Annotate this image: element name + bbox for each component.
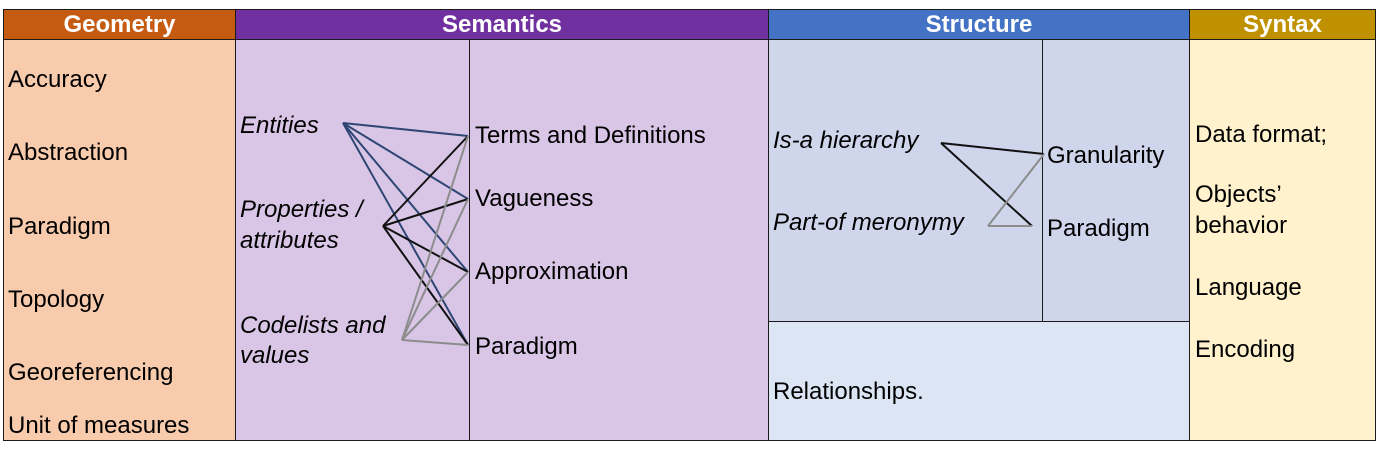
geometry-item: Georeferencing	[8, 359, 174, 386]
geometry-header: Geometry	[3, 9, 236, 40]
semantics-header-label: Semantics	[441, 10, 563, 38]
structure-left-panel	[768, 39, 1043, 322]
geometry-item: Paradigm	[8, 213, 111, 240]
syntax-language: Language	[1195, 274, 1302, 301]
structure-header: Structure	[768, 9, 1190, 40]
semantics-header: Semantics	[235, 9, 769, 40]
semantics-vagueness: Vagueness	[475, 185, 594, 212]
structure-paradigm: Paradigm	[1047, 215, 1150, 242]
semantics-properties-line1: Properties /	[240, 196, 363, 223]
structure-relationships: Relationships.	[773, 378, 924, 405]
geometry-item: Unit of measures	[8, 412, 190, 439]
geometry-column	[3, 39, 236, 441]
semantics-approximation: Approximation	[475, 258, 629, 285]
semantics-properties-line2: attributes	[240, 227, 339, 254]
semantics-paradigm: Paradigm	[475, 333, 578, 360]
geometry-item: Accuracy	[8, 66, 107, 93]
syntax-data-format: Data format;	[1195, 121, 1328, 148]
syntax-column	[1189, 39, 1376, 441]
semantics-terms: Terms and Definitions	[475, 122, 706, 149]
structure-bottom-panel	[768, 321, 1190, 441]
geometry-item: Topology	[8, 286, 105, 313]
semantics-codelists-line2: values	[240, 342, 310, 369]
structure-header-label: Structure	[925, 10, 1033, 38]
structure-granularity: Granularity	[1047, 142, 1165, 169]
semantics-entities: Entities	[240, 112, 319, 139]
syntax-encoding: Encoding	[1195, 336, 1296, 363]
syntax-header: Syntax	[1189, 9, 1376, 40]
syntax-objects-line2: behavior	[1195, 212, 1288, 239]
syntax-objects-line1: Objects’	[1195, 181, 1282, 208]
syntax-header-label: Syntax	[1243, 10, 1322, 38]
geometry-item: Abstraction	[8, 139, 129, 166]
semantics-codelists-line1: Codelists and	[240, 312, 386, 339]
semantics-right-panel	[469, 39, 769, 441]
structure-partof: Part-of meronymy	[773, 209, 964, 236]
geometry-header-label: Geometry	[63, 10, 176, 38]
structure-isa: Is-a hierarchy	[773, 127, 919, 154]
structure-right-panel	[1042, 39, 1190, 322]
